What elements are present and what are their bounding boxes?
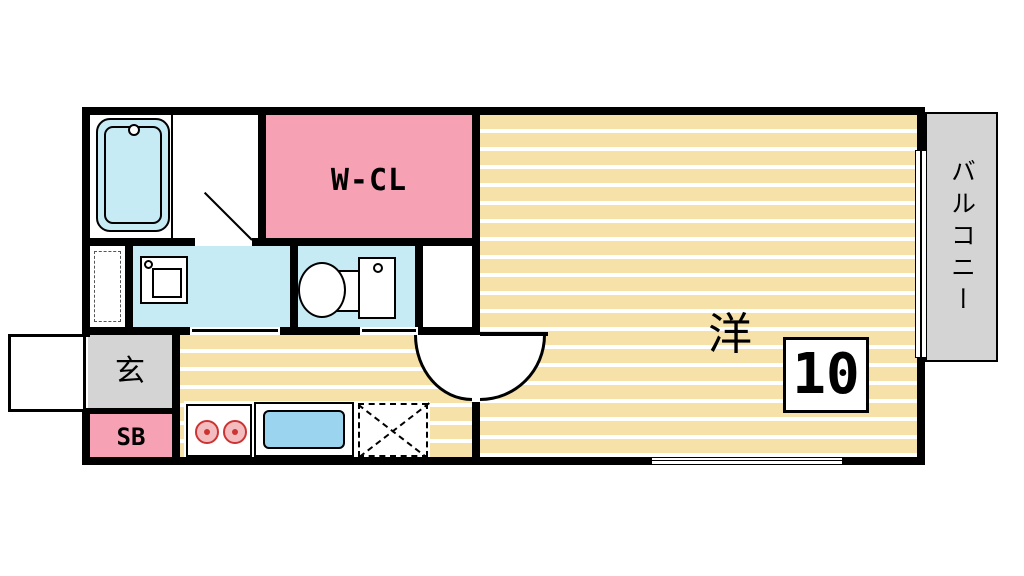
mainroom-door-leaf	[480, 332, 548, 336]
toilet-flush-button	[373, 263, 383, 273]
wall-entrance-shoebox	[82, 408, 180, 414]
balcony-floor	[925, 112, 998, 362]
wall-mainroom-lower	[472, 402, 480, 465]
wall-row1-a	[82, 238, 195, 246]
wall-row2-c	[418, 327, 480, 335]
utility-strip-dashed-outline	[94, 251, 121, 322]
wall-left-lower	[82, 408, 90, 465]
toilet-sliding-door	[362, 329, 416, 332]
wall-top	[82, 107, 925, 115]
wall-left-upper	[82, 107, 90, 337]
balcony-label: バルコニー	[947, 158, 977, 318]
washbasin-faucet-icon	[144, 260, 153, 269]
utility-strip	[90, 246, 125, 327]
stove-knob-right	[232, 429, 238, 435]
balcony-window-centerline	[920, 151, 922, 357]
bathtub-faucet-icon	[128, 124, 140, 136]
wall-mainroom-upper	[472, 107, 480, 332]
wall-wash-toilet	[290, 246, 298, 327]
walk-in-closet-label: W-CL	[330, 163, 408, 198]
toilet-bowl	[298, 262, 346, 318]
appliance-space-dashed-icon	[358, 403, 428, 457]
walk-in-closet-floor	[266, 115, 472, 238]
main-room-size-box: 10	[783, 337, 869, 413]
bathtub-inner-rim	[104, 126, 162, 224]
bottom-window-centerline	[652, 460, 842, 461]
shoe-box-label: SB	[116, 423, 146, 451]
wall-row1-b	[252, 238, 480, 246]
washbasin-icon	[140, 256, 188, 304]
wall-bottom	[82, 457, 925, 465]
wall-entrance-kitchen	[172, 335, 180, 457]
washroom-sliding-door	[192, 329, 278, 332]
wall-utility-strip	[125, 246, 133, 327]
entrance-floor	[88, 335, 172, 408]
wall-bath-closet	[258, 107, 266, 246]
shoe-box-floor	[90, 414, 172, 457]
kitchen-sink-icon	[263, 410, 345, 449]
main-room-size-label: 10	[792, 342, 860, 407]
bottom-window-icon	[652, 458, 842, 464]
washbasin-bowl	[152, 268, 182, 298]
entrance-door-icon	[8, 334, 86, 412]
stove-knob-left	[204, 429, 210, 435]
stove-icon	[186, 404, 252, 457]
bath-partition-line	[171, 115, 173, 238]
bathtub-icon	[96, 118, 170, 232]
wall-row2-b	[280, 327, 360, 335]
pipe-space	[423, 246, 472, 327]
entrance-label: 玄	[115, 354, 145, 389]
wall-toilet-right	[415, 246, 423, 327]
main-room-label: 洋	[708, 309, 752, 360]
wall-row2-a	[82, 327, 190, 335]
